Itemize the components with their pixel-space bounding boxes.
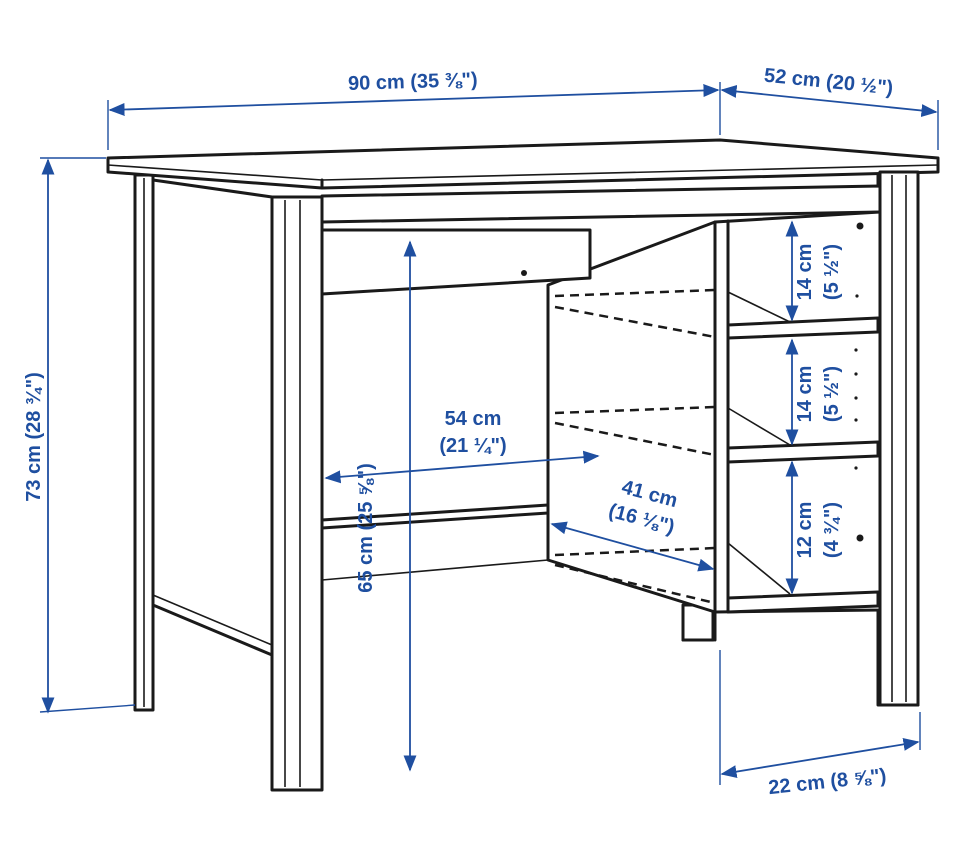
drawer-knob [521,270,527,276]
shelf1-in-label: (5 ½") [821,244,843,300]
shelf-width-dimension-line [720,737,920,779]
knee-width-cm-label: 54 cm [445,408,502,430]
depth-label: 52 cm (20 ½") [763,65,894,100]
shelf3-cm-label: 12 cm [794,502,816,559]
desk-drawing [106,138,940,792]
knee-height-cm-label: 65 cm (25 ⅝") [355,463,377,593]
shelf2-cm-label: 14 cm [794,366,816,423]
shelf3-in-label: (4 ¾") [821,502,843,558]
height-label: 73 cm (28 ¾") [23,372,45,502]
shelf-1 [726,316,880,340]
front-right-leg [878,170,920,707]
peg-holes [854,222,864,542]
shelf-width-label: 22 cm (8 ⅝") [767,765,887,799]
shelf-bottom [726,590,880,614]
shelf-depth-dimension-line [550,521,715,572]
left-side-panel [151,178,274,657]
desk-top [106,138,940,190]
knee-width-dimension-line [324,450,600,484]
knee-width-in-label: (21 ¼") [439,435,506,457]
front-left-leg [270,195,324,792]
shelf-2 [726,440,880,464]
shelf1-cm-label: 14 cm [794,244,816,301]
width-label: 90 cm (35 ⅜") [348,69,478,95]
depth-dimension-line [720,85,938,117]
shelf2-in-label: (5 ½") [821,366,843,422]
width-dimension-line [108,84,720,116]
dimension-lines [39,82,939,785]
